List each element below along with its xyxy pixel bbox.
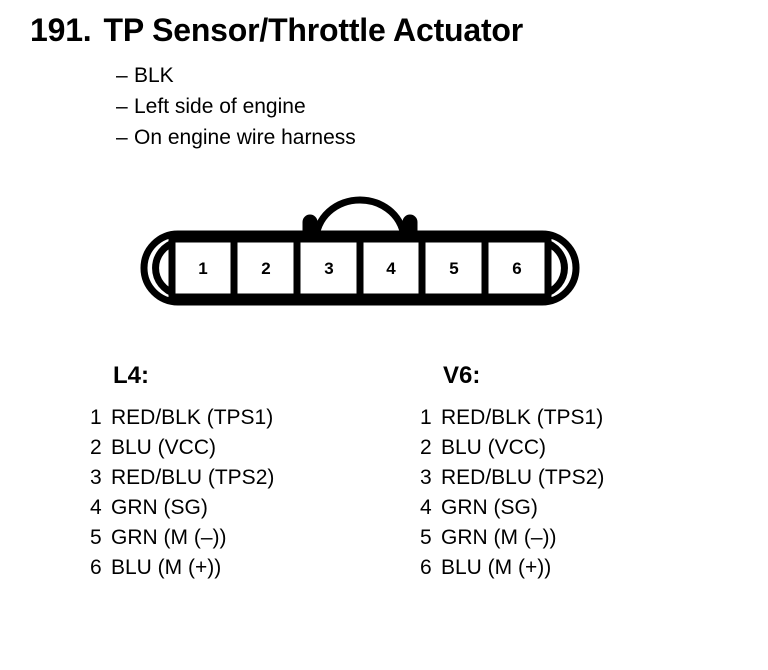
header-note-text: Left side of engine — [134, 95, 306, 118]
pin-row: 2 BLU (VCC) — [420, 433, 604, 463]
pin-label: GRN (M (–)) — [111, 526, 227, 549]
pin-label: GRN (M (–)) — [441, 526, 557, 549]
dash-icon: – — [116, 95, 128, 118]
section-number: 191. — [30, 12, 92, 48]
page-title-text: TP Sensor/Throttle Actuator — [103, 12, 524, 48]
pinout-column-v6: V6: 1 RED/BLK (TPS1) 2 BLU (VCC) 3 RED/BLU … — [420, 362, 604, 583]
pin-row: 5 GRN (M (–)) — [420, 523, 604, 553]
housing-left-inner-arc — [152, 238, 180, 298]
header-note-item: –Left side of engine — [116, 91, 356, 122]
header-note-text: On engine wire harness — [134, 126, 356, 149]
page-title: 191. TP Sensor/Throttle Actuator — [30, 12, 523, 49]
pin-row: 1 RED/BLK (TPS1) — [90, 403, 274, 433]
pin-number: 2 — [90, 436, 102, 459]
pin-number: 2 — [420, 436, 432, 459]
header-note-item: –BLK — [116, 60, 356, 91]
pin-row: 3 RED/BLU (TPS2) — [90, 463, 274, 493]
pin-label: RED/BLK (TPS1) — [111, 406, 274, 429]
pin-label: BLU (M (+)) — [111, 556, 222, 579]
pin-label: RED/BLK (TPS1) — [441, 406, 604, 429]
cavity-number: 5 — [449, 259, 458, 278]
cavity-number: 3 — [324, 259, 333, 278]
pin-row: 4 GRN (SG) — [420, 493, 604, 523]
cavity-grid: 1 2 3 4 5 6 — [168, 235, 552, 301]
header-note-text: BLK — [134, 64, 174, 87]
variant-heading-l4: L4: — [113, 362, 149, 389]
pin-number: 1 — [90, 406, 102, 429]
connector-diagram: 1 2 3 4 5 6 — [130, 196, 600, 316]
variant-heading-v6: V6: — [443, 362, 481, 389]
pin-row: 1 RED/BLK (TPS1) — [420, 403, 604, 433]
pin-row: 6 BLU (M (+)) — [420, 553, 604, 583]
pin-number: 1 — [420, 406, 432, 429]
pin-label: GRN (SG) — [441, 496, 538, 519]
latch-arch-icon — [312, 196, 408, 241]
header-notes-list: –BLK –Left side of engine –On engine wir… — [116, 60, 356, 153]
pin-label: BLU (VCC) — [441, 436, 547, 459]
pin-label: RED/BLU (TPS2) — [111, 466, 275, 489]
housing-right-inner-arc — [540, 238, 568, 298]
cavity-number: 4 — [386, 259, 396, 278]
cavity-number: 6 — [512, 259, 521, 278]
pin-label: RED/BLU (TPS2) — [441, 466, 605, 489]
pinout-column-l4: L4: 1 RED/BLK (TPS1) 2 BLU (VCC) 3 RED/BLU … — [90, 362, 274, 583]
pin-row: 6 BLU (M (+)) — [90, 553, 274, 583]
connector-svg: 1 2 3 4 5 6 — [140, 196, 580, 306]
pin-number: 5 — [420, 526, 432, 549]
pin-row: 3 RED/BLU (TPS2) — [420, 463, 604, 493]
pin-number: 5 — [90, 526, 102, 549]
dash-icon: – — [116, 126, 128, 149]
pin-label: BLU (VCC) — [111, 436, 217, 459]
pin-number: 3 — [90, 466, 102, 489]
pin-number: 4 — [90, 496, 102, 519]
cavity-number: 2 — [261, 259, 270, 278]
header-note-item: –On engine wire harness — [116, 122, 356, 153]
pin-number: 3 — [420, 466, 432, 489]
dash-icon: – — [116, 64, 128, 87]
pin-number: 4 — [420, 496, 432, 519]
pin-label: BLU (M (+)) — [441, 556, 552, 579]
pin-row: 4 GRN (SG) — [90, 493, 274, 523]
pin-number: 6 — [90, 556, 102, 579]
pin-row: 5 GRN (M (–)) — [90, 523, 274, 553]
cavity-number: 1 — [198, 259, 207, 278]
pin-number: 6 — [420, 556, 432, 579]
pin-label: GRN (SG) — [111, 496, 208, 519]
pin-row: 2 BLU (VCC) — [90, 433, 274, 463]
